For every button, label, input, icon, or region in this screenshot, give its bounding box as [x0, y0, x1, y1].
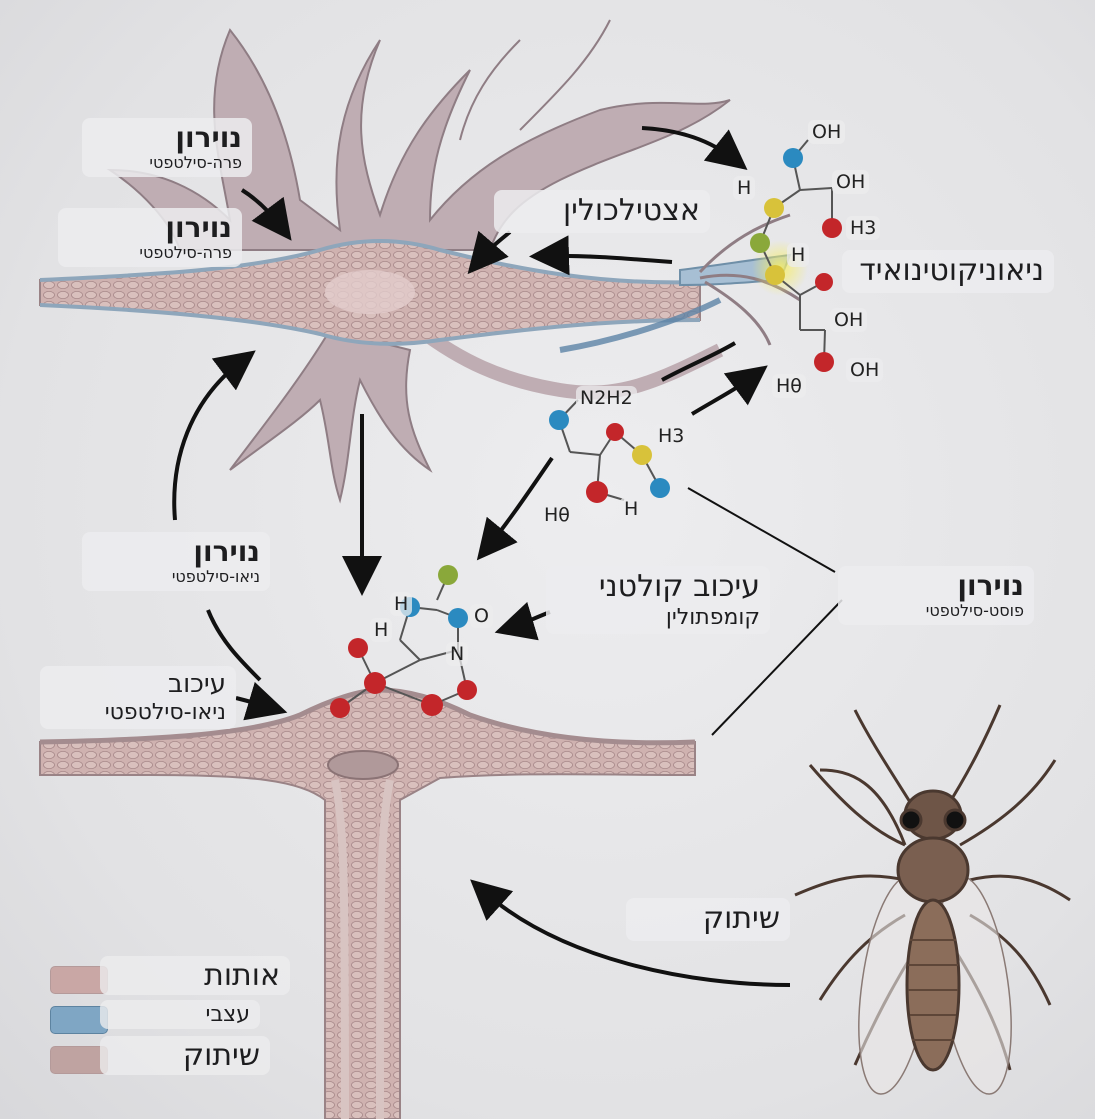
chem-o-1: O	[470, 604, 493, 628]
neo-synaptic-title: נוירון	[193, 535, 260, 568]
chem-h3-a: H3	[846, 216, 881, 240]
label-pre-synaptic-neuron-1: נוירון פרה-סילטפטי	[82, 118, 252, 177]
chem-h-6: H	[370, 618, 393, 642]
label-neonicotinoid: ניאוניקוטינואיד	[842, 250, 1054, 293]
connector-lines	[687, 487, 843, 736]
chem-oh-1: OH	[808, 120, 846, 144]
molecule-lower	[330, 565, 477, 718]
inhibition-title: עיכוב	[168, 669, 226, 699]
legend-swatch-signals	[50, 966, 108, 994]
post-synaptic-subtitle: פוסט-סילטפטי	[925, 601, 1024, 621]
label-pre-synaptic-neuron-2: נוירון פרה-סילטפטי	[58, 208, 242, 267]
pre-synaptic-title-2: נוירון	[165, 211, 232, 244]
chem-n2h2: N2H2	[576, 386, 637, 410]
chem-he-2: Hθ	[540, 503, 574, 527]
post-synaptic-title: נוירון	[957, 569, 1024, 602]
label-competitive-inhibition: עיכוב קולטני קומפתולין	[546, 566, 770, 634]
insect-illustration	[794, 704, 1071, 1095]
legend-label-paralysis: שיתוק	[100, 1036, 270, 1075]
label-acetylcholine: אצטילכולין	[494, 190, 710, 233]
neo-synaptic-subtitle: ניאו-סילטפטי	[171, 567, 260, 587]
arrows	[172, 126, 791, 987]
chem-n-1: N	[446, 642, 469, 666]
chem-h3-b: H3	[654, 424, 689, 448]
competitive-inhibition-subtitle: קומפתולין	[665, 604, 760, 630]
legend-swatch-neural	[50, 1006, 108, 1034]
pre-synaptic-title-1: נוירון	[175, 121, 242, 154]
chem-oh-4: OH	[846, 358, 884, 382]
pre-synaptic-subtitle-1: פרה-סילטפטי	[149, 153, 242, 173]
chem-oh-3: OH	[830, 308, 868, 332]
label-inhibition: עיכוב ניאו-סילטפטי	[40, 666, 236, 730]
legend-label-signals: אותות	[100, 956, 290, 995]
upper-axon-band	[39, 239, 701, 346]
chem-h-2: H	[787, 243, 810, 267]
inhibition-subtitle: ניאו-סילטפטי	[104, 699, 226, 725]
chem-h-1: H	[733, 176, 756, 200]
chem-h-4: H	[620, 497, 643, 521]
label-post-synaptic-neuron: נוירון פוסט-סילטפטי	[838, 566, 1034, 625]
label-neo-synaptic-neuron: נוירון ניאו-סילטפטי	[82, 532, 270, 591]
lower-neuron	[39, 687, 696, 1119]
label-paralysis: שיתוק	[626, 898, 790, 941]
molecule-middle	[549, 399, 670, 503]
chem-h-5: H	[390, 592, 413, 616]
legend-label-neural: עצבי	[100, 1000, 260, 1029]
legend-swatch-paralysis	[50, 1046, 108, 1074]
chem-he-1: Hθ	[772, 374, 806, 398]
competitive-inhibition-title: עיכוב קולטני	[598, 569, 760, 604]
pre-synaptic-subtitle-2: פרה-סילטפטי	[139, 243, 232, 263]
chem-oh-2: OH	[832, 170, 870, 194]
